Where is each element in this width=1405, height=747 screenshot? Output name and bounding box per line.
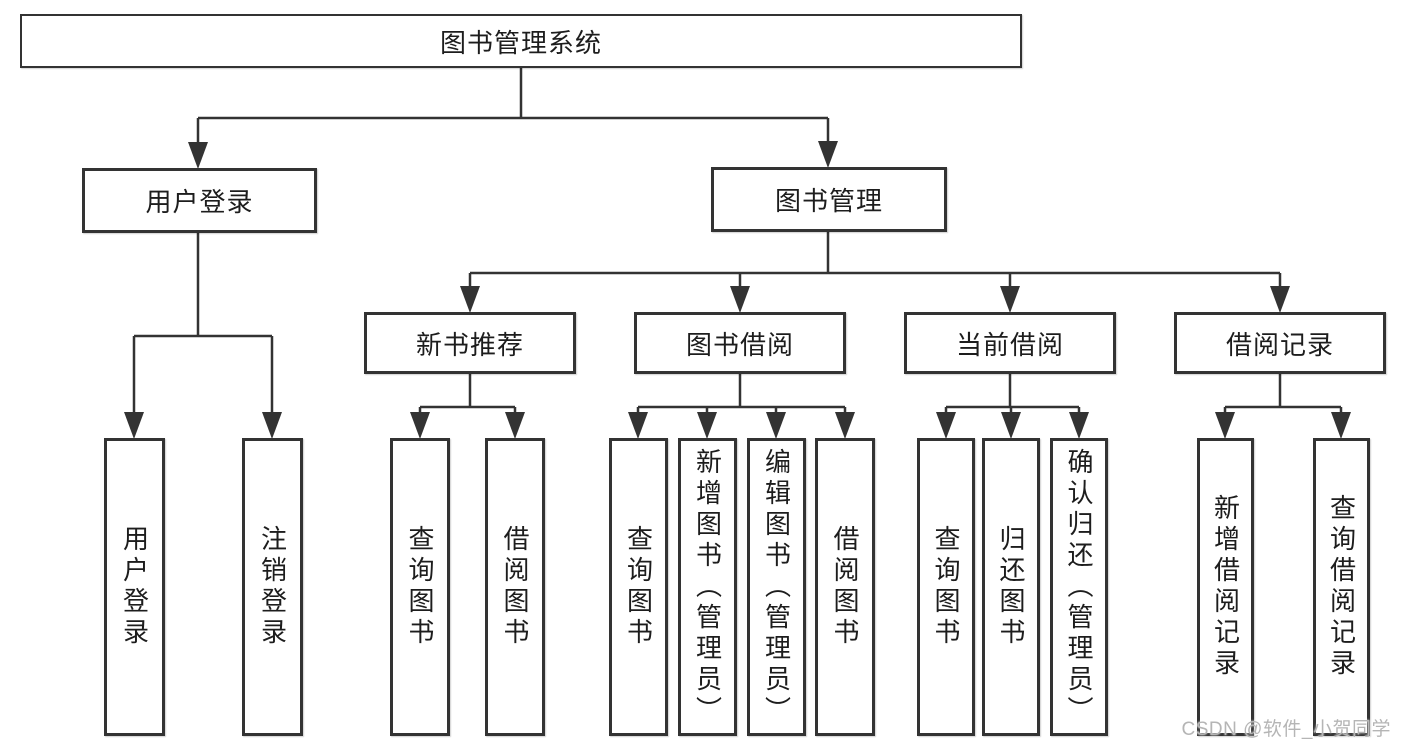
connector-current-borrowing-branch [944, 374, 1081, 416]
node-library-management-system: 图书管理系统 [20, 14, 1022, 68]
node-book-management: 图书管理 [711, 167, 947, 232]
leaf-current-query-books: 查询图书 [917, 438, 975, 736]
leaf-newbook-borrow-books: 借阅图书 [485, 438, 545, 736]
connector-book-borrowing-branch [636, 374, 847, 416]
connector-user-login-branch [132, 233, 274, 416]
leaf-borrowing-edit-books-admin: 编辑图书（管理员） [747, 438, 806, 736]
leaf-newbook-query-books: 查询图书 [390, 438, 450, 736]
node-new-book-recommendation: 新书推荐 [364, 312, 576, 374]
leaf-records-add-record: 新增借阅记录 [1197, 438, 1254, 736]
node-user-login: 用户登录 [82, 168, 317, 233]
leaf-borrowing-borrow-books: 借阅图书 [815, 438, 875, 736]
node-current-borrowing: 当前借阅 [904, 312, 1116, 374]
watermark: CSDN @软件_小贺同学 [1181, 719, 1391, 740]
leaf-current-confirm-return-admin: 确认归还（管理员） [1050, 438, 1108, 736]
arrowheads [124, 141, 1351, 439]
node-book-borrowing: 图书借阅 [634, 312, 846, 374]
connector-borrowing-records-branch [1223, 374, 1343, 416]
node-borrowing-records: 借阅记录 [1174, 312, 1386, 374]
leaf-records-query-record: 查询借阅记录 [1313, 438, 1370, 736]
connector-new-book-branch [418, 374, 517, 416]
connector-root-to-level1 [196, 68, 830, 146]
leaf-borrowing-add-books-admin: 新增图书（管理员） [678, 438, 737, 736]
leaf-user-login: 用户登录 [104, 438, 165, 736]
leaf-borrowing-query-books: 查询图书 [609, 438, 668, 736]
leaf-current-return-books: 归还图书 [982, 438, 1040, 736]
connector-book-management-branch [468, 232, 1282, 290]
leaf-logout: 注销登录 [242, 438, 303, 736]
